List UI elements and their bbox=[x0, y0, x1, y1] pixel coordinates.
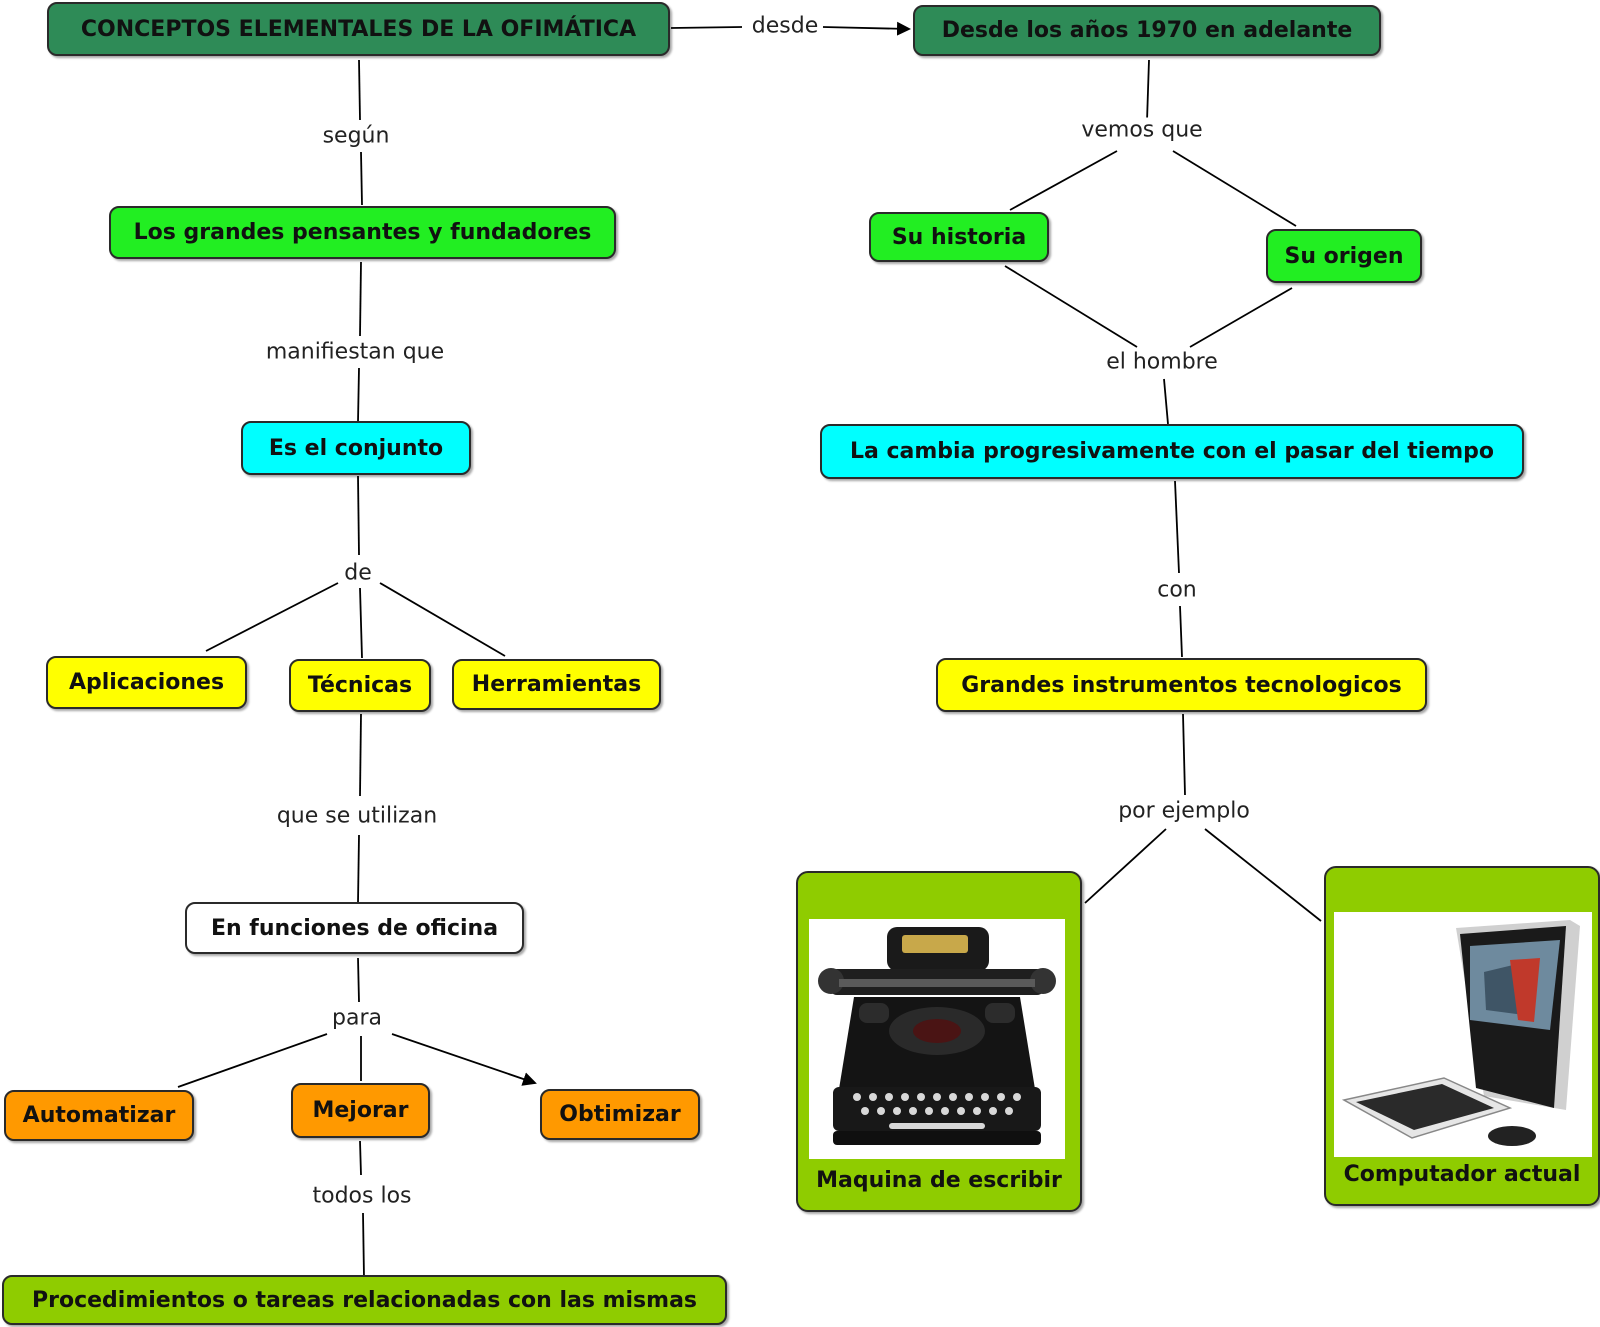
link-line bbox=[1163, 378, 1169, 425]
computer-icon bbox=[1341, 920, 1580, 1146]
link-line bbox=[357, 475, 360, 556]
link-label-con: con bbox=[1153, 577, 1201, 603]
node-aplicaciones: Aplicaciones bbox=[46, 656, 247, 709]
node-su-historia: Su historia bbox=[869, 212, 1049, 262]
node-desde-1970: Desde los años 1970 en adelante bbox=[913, 5, 1381, 56]
link-line bbox=[1004, 265, 1138, 348]
link-line bbox=[1174, 480, 1180, 574]
node-automatizar: Automatizar bbox=[4, 1090, 194, 1141]
link-line bbox=[359, 713, 362, 797]
node-obtimizar: Obtimizar bbox=[540, 1089, 700, 1140]
link-line bbox=[670, 26, 743, 29]
link-label-todos-los: todos los bbox=[308, 1183, 416, 1209]
link-line bbox=[362, 1212, 365, 1279]
link-label-segun: según bbox=[318, 123, 394, 149]
node-funciones-oficina: En funciones de oficina bbox=[185, 902, 524, 954]
node-maquina-caption: Maquina de escribir bbox=[816, 1168, 1062, 1193]
link-line bbox=[391, 1033, 537, 1086]
link-line bbox=[357, 957, 360, 1003]
link-label-por-ejemplo: por ejemplo bbox=[1114, 798, 1254, 824]
typewriter-icon bbox=[818, 927, 1056, 1145]
node-computador: Computador actual bbox=[1324, 866, 1600, 1206]
computer-image bbox=[1334, 912, 1592, 1157]
node-main-title: CONCEPTOS ELEMENTALES DE LA OFIMÁTICA bbox=[47, 2, 670, 56]
link-label-que-se-utilizan: que se utilizan bbox=[272, 803, 442, 829]
link-label-desde: desde bbox=[747, 13, 823, 39]
link-line bbox=[1204, 828, 1322, 922]
link-line bbox=[1172, 150, 1297, 227]
node-computador-caption: Computador actual bbox=[1343, 1162, 1581, 1187]
link-line bbox=[359, 1140, 362, 1176]
link-line bbox=[1179, 605, 1183, 658]
link-line bbox=[357, 367, 360, 423]
node-grandes-instrumentos: Grandes instrumentos tecnologicos bbox=[936, 658, 1427, 712]
node-herramientas: Herramientas bbox=[452, 659, 661, 710]
link-line bbox=[1009, 150, 1118, 211]
node-maquina: Maquina de escribir bbox=[796, 871, 1082, 1212]
link-label-vemos-que: vemos que bbox=[1077, 117, 1207, 143]
link-line bbox=[358, 59, 361, 121]
node-tecnicas: Técnicas bbox=[289, 659, 431, 712]
link-line bbox=[205, 582, 339, 652]
link-line bbox=[360, 151, 363, 206]
link-line bbox=[822, 21, 911, 36]
link-line bbox=[357, 834, 360, 904]
link-label-manifiestan: manifiestan que bbox=[261, 339, 449, 365]
link-label-el-hombre: el hombre bbox=[1102, 349, 1222, 375]
typewriter-image bbox=[809, 919, 1065, 1159]
link-line bbox=[379, 582, 506, 657]
node-la-cambia: La cambia progresivamente con el pasar d… bbox=[820, 424, 1524, 479]
node-mejorar: Mejorar bbox=[291, 1083, 430, 1138]
node-es-conjunto: Es el conjunto bbox=[241, 421, 471, 475]
link-line bbox=[1084, 828, 1167, 904]
node-su-origen: Su origen bbox=[1266, 229, 1422, 283]
node-grandes-pensantes: Los grandes pensantes y fundadores bbox=[109, 206, 616, 259]
link-line bbox=[1182, 713, 1186, 796]
link-line bbox=[359, 261, 362, 337]
link-label-para: para bbox=[328, 1005, 386, 1031]
link-line bbox=[177, 1033, 328, 1088]
link-label-de: de bbox=[340, 560, 376, 586]
link-line bbox=[1146, 59, 1150, 122]
link-line bbox=[359, 587, 363, 659]
link-line bbox=[1189, 287, 1293, 348]
node-procedimientos: Procedimientos o tareas relacionadas con… bbox=[2, 1275, 727, 1325]
